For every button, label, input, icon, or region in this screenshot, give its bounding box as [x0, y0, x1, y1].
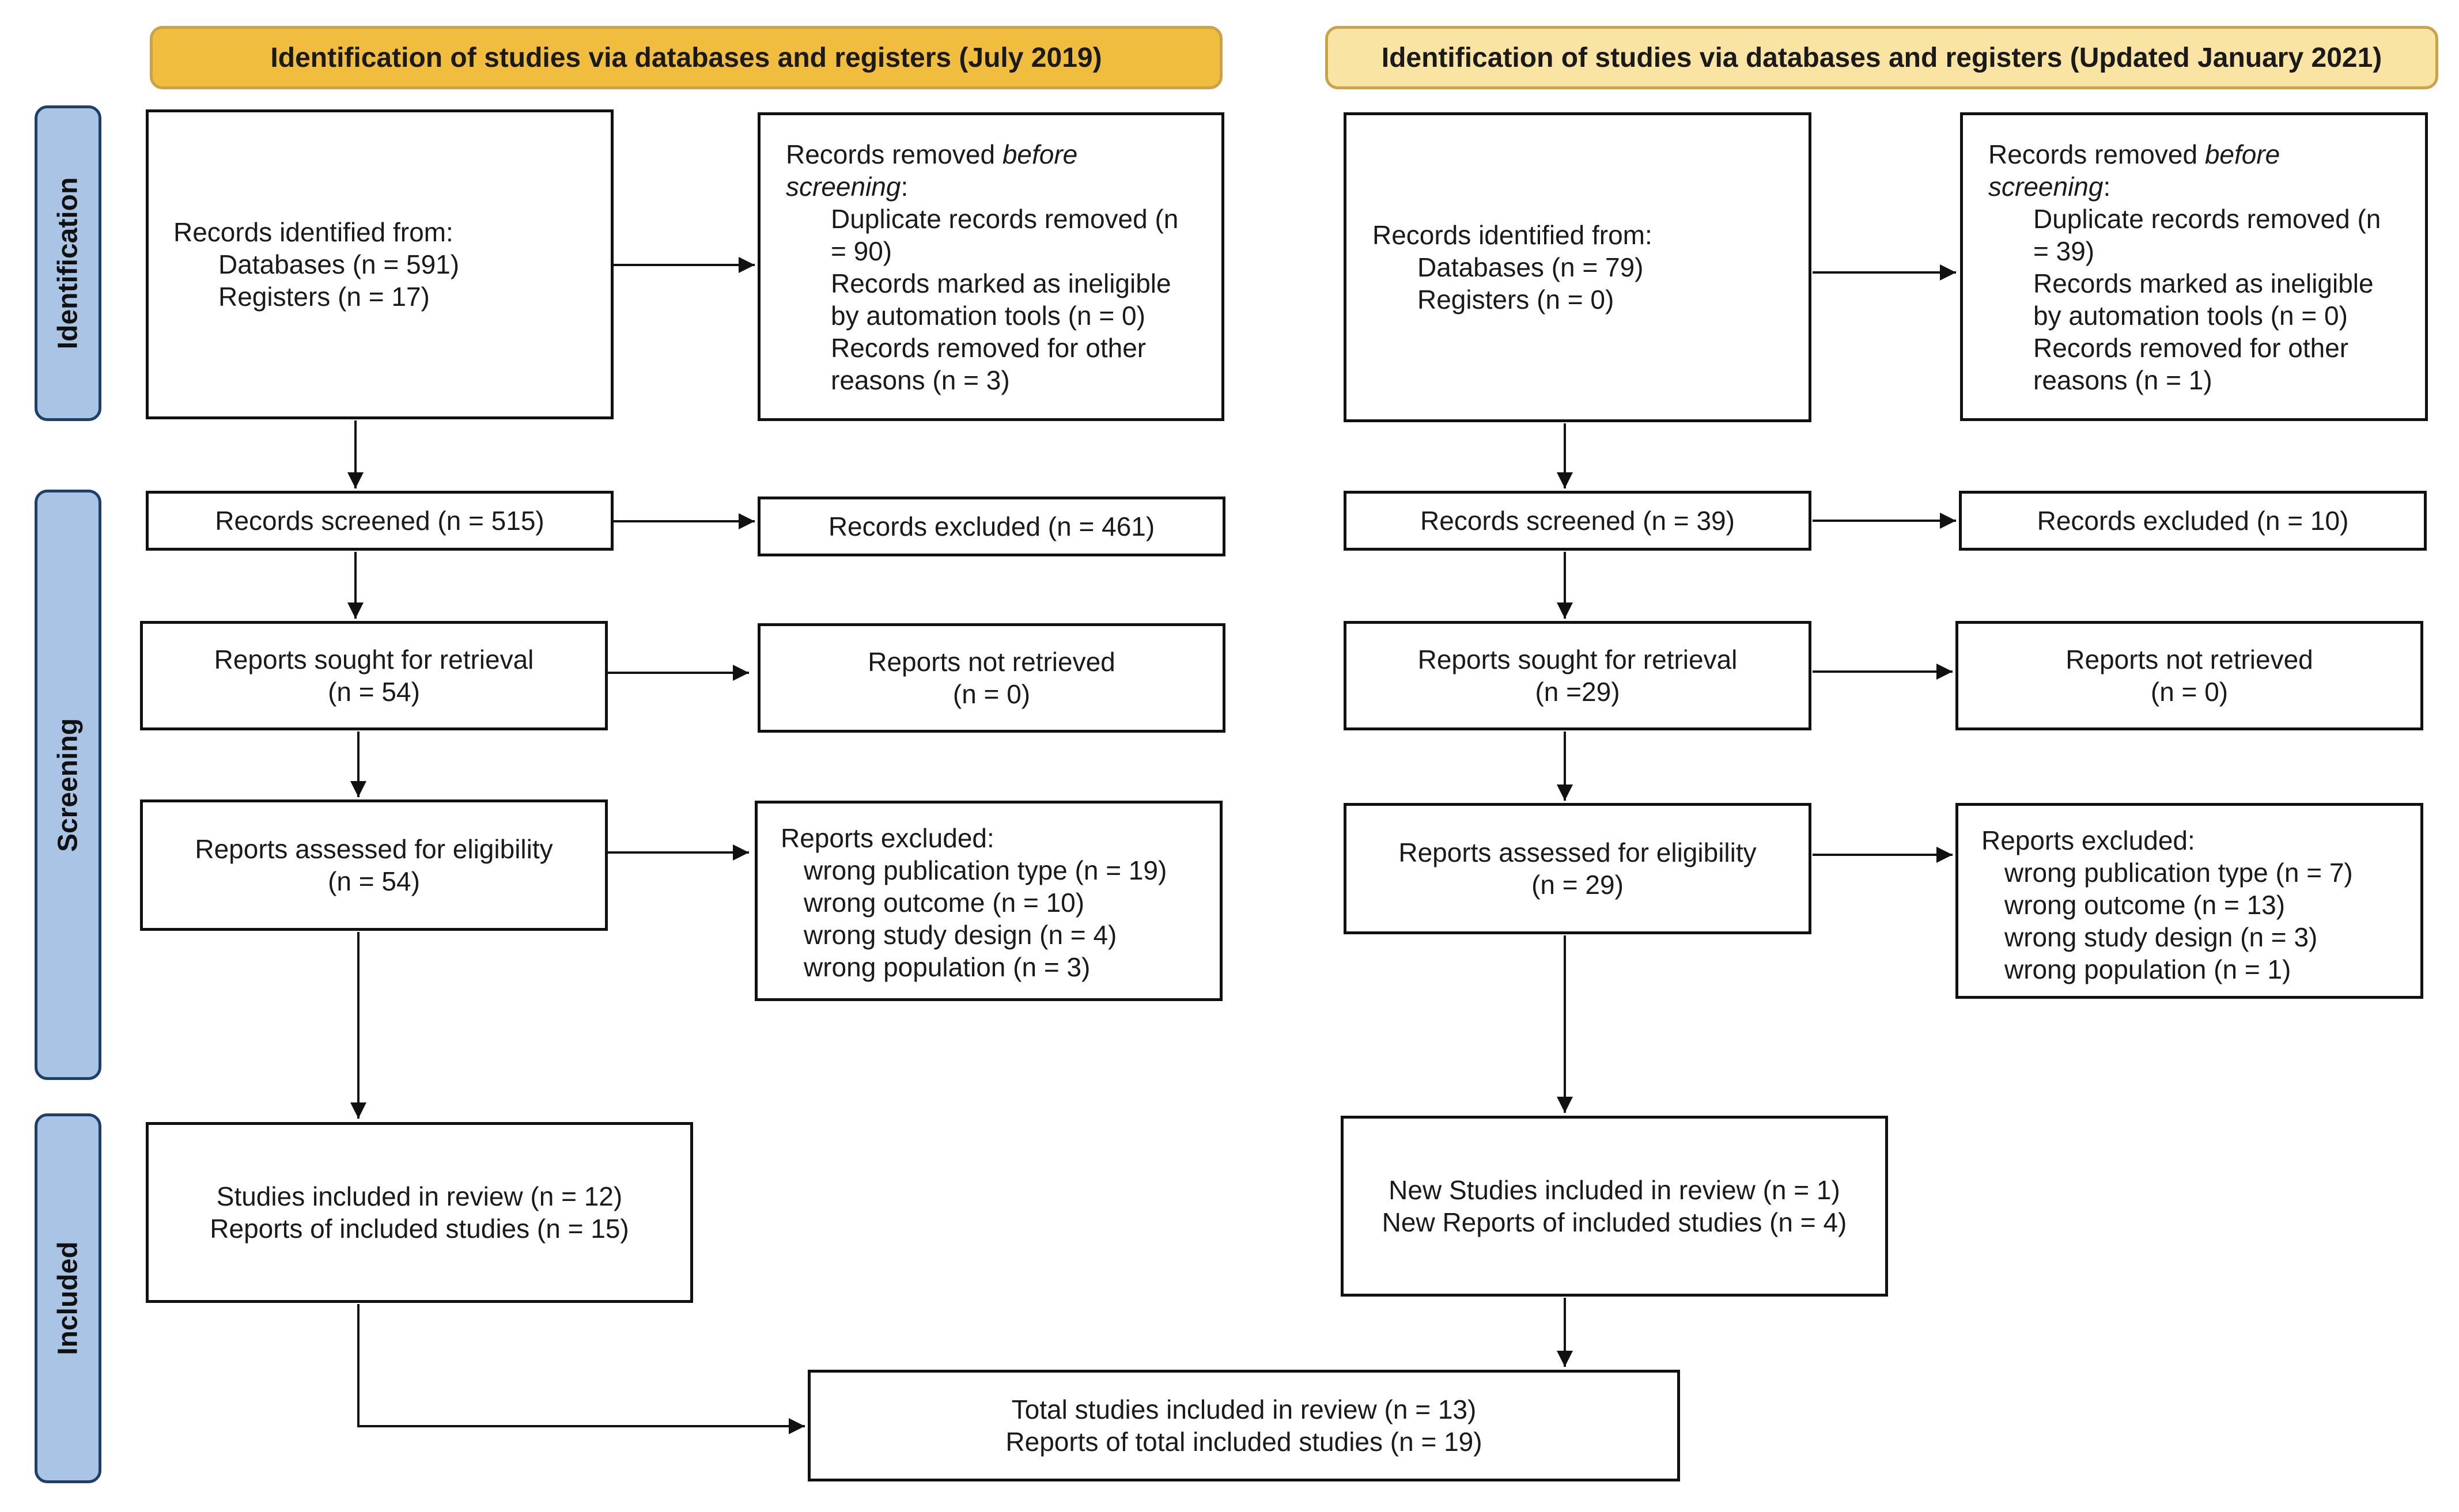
right-records-screened-box: Records screened (n = 39) [1344, 491, 1811, 551]
header-left-label: Identification of studies via databases … [270, 42, 1102, 73]
right-records-removed-title-italic2: screening [1988, 172, 2104, 202]
left-records-removed-title-line2: screening: [786, 170, 1204, 203]
left-records-removed-box: Records removed before screening: Duplic… [758, 112, 1224, 421]
left-reports-sought-line1: Reports sought for retrieval [214, 645, 534, 674]
left-records-excluded-label: Records excluded (n = 461) [828, 511, 1155, 541]
right-duplicate-line1: Duplicate records removed (n [2033, 204, 2381, 234]
left-studies-included-line1: Studies included in review (n = 12) [216, 1181, 623, 1211]
left-reports-assessed-line2: (n = 54) [328, 866, 420, 896]
right-records-removed-title-line2: screening: [1988, 170, 2408, 203]
right-records-identified-title: Records identified from: [1372, 220, 1652, 250]
left-reports-assessed-line1: Reports assessed for eligibility [195, 834, 553, 864]
right-records-screened-label: Records screened (n = 39) [1420, 506, 1735, 536]
right-reports-sought-line1: Reports sought for retrieval [1417, 645, 1738, 674]
left-records-identified-box: Records identified from: Databases (n = … [146, 109, 614, 419]
left-records-removed-title-colon: : [901, 172, 909, 202]
left-reports-excluded-title: Reports excluded: [781, 823, 994, 853]
left-records-registers: Registers (n = 17) [218, 282, 430, 312]
right-studies-included-line1: New Studies included in review (n = 1) [1389, 1175, 1840, 1205]
left-studies-included-box: Studies included in review (n = 12) Repo… [146, 1122, 693, 1303]
right-records-excluded-label: Records excluded (n = 10) [2037, 506, 2349, 536]
right-other-line2: reasons (n = 1) [2033, 365, 2212, 395]
right-records-identified-box: Records identified from: Databases (n = … [1344, 112, 1811, 422]
header-left: Identification of studies via databases … [150, 26, 1223, 89]
left-ineligible-line2: by automation tools (n = 0) [831, 301, 1145, 331]
left-duplicate-line1: Duplicate records removed (n [831, 204, 1179, 234]
left-studies-included-line2: Reports of included studies (n = 15) [210, 1214, 629, 1244]
right-reports-not-retrieved-box: Reports not retrieved (n = 0) [1955, 621, 2423, 730]
left-ineligible-line1: Records marked as ineligible [831, 268, 1171, 298]
left-reports-not-retrieved-box: Reports not retrieved (n = 0) [758, 623, 1225, 733]
left-reports-assessed-box: Reports assessed for eligibility (n = 54… [140, 799, 608, 931]
right-records-removed-title: Records removed before [1988, 138, 2408, 170]
left-records-identified-title: Records identified from: [173, 217, 453, 247]
right-excluded-item-4: wrong population (n = 1) [2004, 954, 2291, 984]
right-ineligible-line2: by automation tools (n = 0) [2033, 301, 2348, 331]
left-excluded-item-3: wrong study design (n = 4) [804, 920, 1117, 950]
left-records-removed-title: Records removed before [786, 138, 1204, 170]
header-right: Identification of studies via databases … [1325, 26, 2438, 89]
left-excluded-item-2: wrong outcome (n = 10) [804, 888, 1085, 918]
left-reports-not-retrieved-line1: Reports not retrieved [868, 647, 1115, 677]
right-records-excluded-box: Records excluded (n = 10) [1959, 491, 2427, 551]
left-reports-sought-line2: (n = 54) [328, 677, 420, 707]
left-records-screened-label: Records screened (n = 515) [215, 506, 544, 536]
left-other-line2: reasons (n = 3) [831, 365, 1010, 395]
phase-included: Included [35, 1113, 101, 1483]
right-records-removed-title-plain: Records removed [1988, 139, 2205, 169]
phase-identification: Identification [35, 105, 101, 421]
left-other-line1: Records removed for other [831, 333, 1147, 363]
right-records-databases: Databases (n = 79) [1417, 252, 1644, 282]
left-records-screened-box: Records screened (n = 515) [146, 491, 614, 551]
left-reports-excluded-box: Reports excluded: wrong publication type… [755, 801, 1223, 1001]
right-records-registers: Registers (n = 0) [1417, 285, 1614, 314]
left-reports-sought-box: Reports sought for retrieval (n = 54) [140, 621, 608, 730]
right-studies-included-box: New Studies included in review (n = 1) N… [1341, 1116, 1888, 1297]
left-records-databases: Databases (n = 591) [218, 249, 460, 279]
header-right-label: Identification of studies via databases … [1381, 42, 2382, 73]
right-records-removed-box: Records removed before screening: Duplic… [1960, 112, 2428, 421]
right-reports-assessed-box: Reports assessed for eligibility (n = 29… [1344, 803, 1811, 934]
total-included-box: Total studies included in review (n = 13… [808, 1370, 1680, 1481]
right-reports-sought-box: Reports sought for retrieval (n =29) [1344, 621, 1811, 730]
left-records-excluded-box: Records excluded (n = 461) [758, 497, 1225, 556]
right-other-line1: Records removed for other [2033, 333, 2349, 363]
total-included-line2: Reports of total included studies (n = 1… [1005, 1427, 1482, 1457]
left-records-removed-title-plain: Records removed [786, 139, 1002, 169]
left-reports-not-retrieved-line2: (n = 0) [952, 679, 1031, 709]
right-studies-included-line2: New Reports of included studies (n = 4) [1382, 1207, 1847, 1237]
left-duplicate-line2: = 90) [831, 236, 892, 266]
arrow-left-included-to-total [357, 1304, 805, 1434]
right-excluded-item-3: wrong study design (n = 3) [2004, 922, 2318, 952]
right-reports-assessed-line2: (n = 29) [1531, 870, 1624, 900]
right-reports-excluded-box: Reports excluded: wrong publication type… [1955, 803, 2423, 999]
right-records-removed-title-italic: before [2204, 139, 2280, 169]
right-ineligible-line1: Records marked as ineligible [2033, 268, 2374, 298]
right-reports-assessed-line1: Reports assessed for eligibility [1398, 838, 1757, 867]
right-excluded-item-1: wrong publication type (n = 7) [2004, 858, 2353, 888]
left-records-removed-title-italic2: screening [786, 172, 901, 202]
left-excluded-item-4: wrong population (n = 3) [804, 952, 1091, 982]
right-duplicate-line2: = 39) [2033, 236, 2095, 266]
left-excluded-item-1: wrong publication type (n = 19) [804, 855, 1167, 885]
left-records-removed-title-italic: before [1002, 139, 1078, 169]
right-reports-not-retrieved-line2: (n = 0) [2150, 677, 2229, 707]
right-reports-excluded-title: Reports excluded: [1981, 825, 2195, 855]
right-excluded-item-2: wrong outcome (n = 13) [2004, 890, 2286, 920]
total-included-line1: Total studies included in review (n = 13… [1011, 1394, 1477, 1424]
phase-screening: Screening [35, 490, 101, 1080]
right-records-removed-title-colon: : [2103, 172, 2111, 202]
right-reports-not-retrieved-line1: Reports not retrieved [2065, 645, 2313, 674]
right-reports-sought-line2: (n =29) [1535, 677, 1620, 707]
